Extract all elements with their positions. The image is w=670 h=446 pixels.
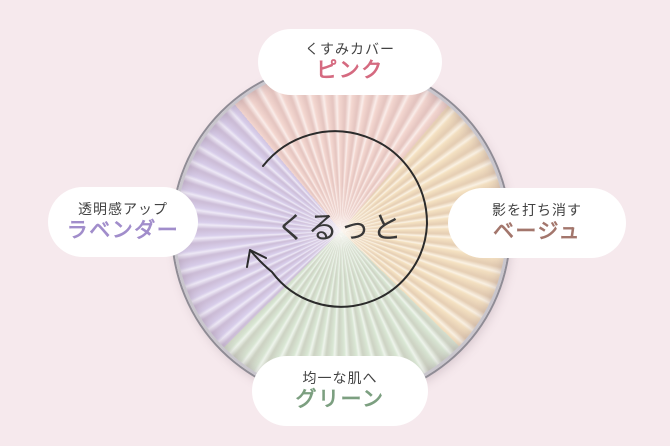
- color-name-beige: ベージュ: [492, 219, 582, 243]
- label-pill-beige: 影を打ち消す ベージュ: [448, 188, 626, 258]
- label-pill-pink: くすみカバー ピンク: [258, 29, 442, 95]
- label-pill-green: 均一な肌へ グリーン: [252, 356, 428, 426]
- label-pill-lavender: 透明感アップ ラベンダー: [48, 187, 198, 257]
- color-name-green: グリーン: [295, 387, 385, 411]
- center-label: くるっと: [276, 211, 404, 246]
- color-name-lavender: ラベンダー: [66, 218, 180, 242]
- benefit-text-green: 均一な肌へ: [302, 371, 378, 387]
- benefit-text-beige: 影を打ち消す: [492, 203, 582, 219]
- benefit-text-lavender: 透明感アップ: [78, 202, 168, 218]
- benefit-text-pink: くすみカバー: [305, 42, 395, 58]
- color-name-pink: ピンク: [316, 58, 384, 82]
